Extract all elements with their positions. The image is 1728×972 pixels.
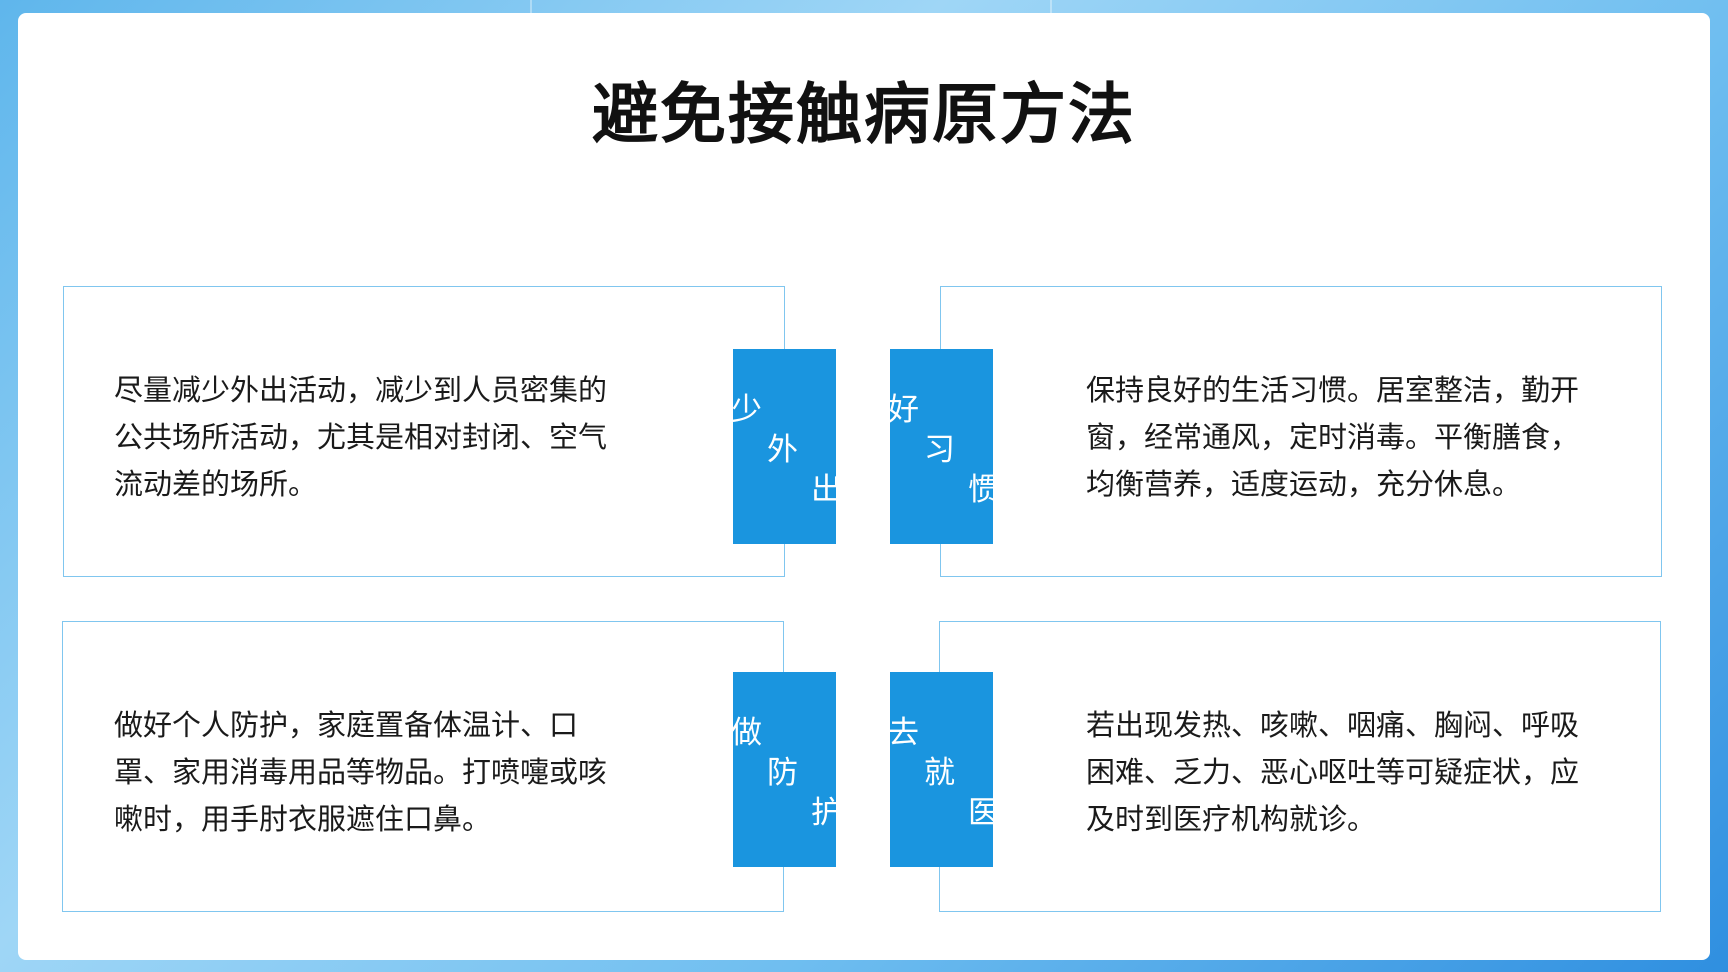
tag-char: 好 [890, 392, 919, 428]
tag-char: 医 [968, 795, 993, 831]
page-title: 避免接触病原方法 [592, 76, 1136, 153]
tip-tag-personal-protection: 做 防 护 [733, 672, 836, 867]
tag-char: 习 [924, 432, 955, 468]
tip-tag-see-doctor: 去 就 医 [890, 672, 993, 867]
tip-tag-reduce-outings: 少 外 出 [733, 349, 836, 544]
tip-text: 若出现发热、咳嗽、咽痛、胸闷、呼吸困难、乏力、恶心呕吐等可疑症状，应及时到医疗机… [1086, 708, 1580, 836]
content-panel: 避免接触病原方法 尽量减少外出活动，减少到人员密集的公共场所活动，尤其是相对封闭… [18, 13, 1710, 960]
tag-char: 防 [767, 755, 798, 791]
tip-card-reduce-outings: 尽量减少外出活动，减少到人员密集的公共场所活动，尤其是相对封闭、空气流动差的场所… [63, 286, 785, 577]
tip-card-personal-protection: 做好个人防护，家庭置备体温计、口罩、家用消毒用品等物品。打喷嚏或咳嗽时，用手肘衣… [62, 621, 784, 912]
tag-char: 外 [767, 432, 798, 468]
background-decoration [530, 0, 532, 13]
tip-text: 尽量减少外出活动，减少到人员密集的公共场所活动，尤其是相对封闭、空气流动差的场所… [114, 373, 608, 501]
tip-text: 保持良好的生活习惯。居室整洁，勤开窗，经常通风，定时消毒。平衡膳食，均衡营养，适… [1086, 373, 1580, 501]
tip-tag-good-habits: 好 习 惯 [890, 349, 993, 544]
tag-char: 护 [811, 795, 836, 831]
tag-char: 去 [890, 715, 919, 751]
tip-card-good-habits: 保持良好的生活习惯。居室整洁，勤开窗，经常通风，定时消毒。平衡膳食，均衡营养，适… [940, 286, 1662, 577]
tip-text: 做好个人防护，家庭置备体温计、口罩、家用消毒用品等物品。打喷嚏或咳嗽时，用手肘衣… [114, 708, 608, 836]
tag-char: 出 [811, 472, 836, 508]
background-decoration [1050, 0, 1052, 13]
tag-char: 少 [733, 392, 762, 428]
tag-char: 做 [733, 715, 762, 751]
tag-char: 就 [924, 755, 955, 791]
tip-card-see-doctor: 若出现发热、咳嗽、咽痛、胸闷、呼吸困难、乏力、恶心呕吐等可疑症状，应及时到医疗机… [939, 621, 1661, 912]
tag-char: 惯 [968, 472, 993, 508]
